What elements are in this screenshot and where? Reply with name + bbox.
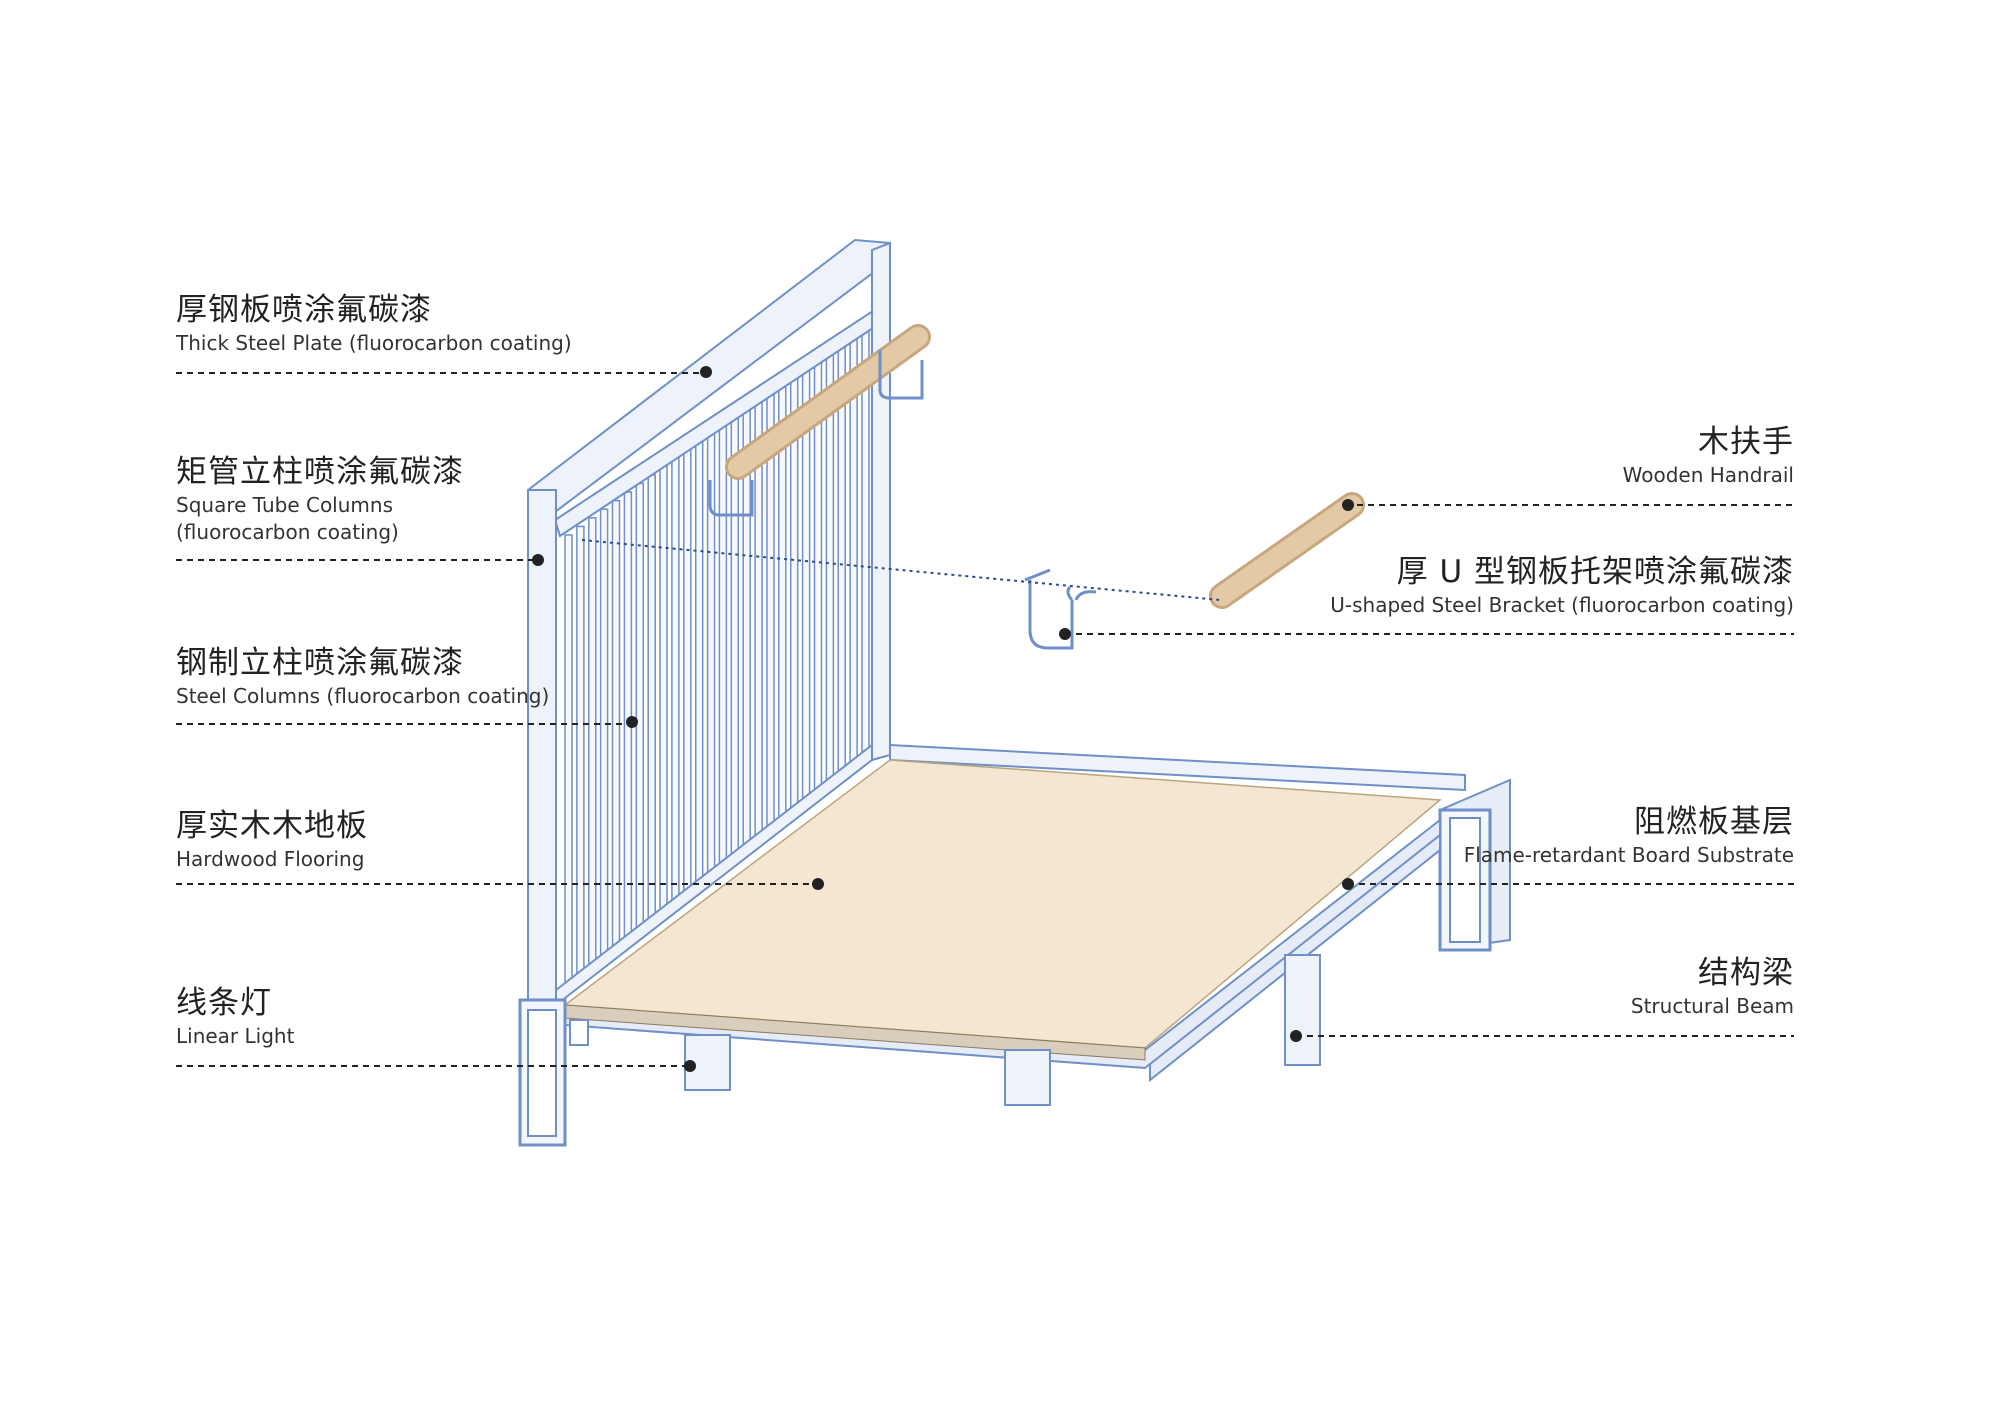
exploded-u-bracket <box>1024 568 1097 650</box>
steel-column <box>647 474 656 922</box>
label-square-tube-en-1: Square Tube Columns <box>176 493 393 517</box>
label-linear-light-zh: 线条灯 <box>176 985 272 1021</box>
label-steel-columns-zh: 钢制立柱喷涂氟碳漆 <box>176 645 464 681</box>
label-hardwood-en: Hardwood Flooring <box>176 847 365 871</box>
steel-column <box>683 448 692 894</box>
dot-beam <box>1290 1030 1302 1042</box>
right-post <box>871 241 891 762</box>
steel-column <box>718 422 728 867</box>
label-linear-light: 线条灯 Linear Light <box>176 983 294 1050</box>
label-bracket-zh: 厚 U 型钢板托架喷涂氟碳漆 <box>1396 554 1794 590</box>
steel-column <box>671 456 680 903</box>
label-board: 阻燃板基层 Flame-retardant Board Substrate <box>1464 802 1794 869</box>
label-beam-zh: 结构梁 <box>1698 955 1794 991</box>
label-square-tube-en-2: (fluorocarbon coating) <box>176 520 399 544</box>
dot-handrail <box>1342 499 1354 511</box>
right-box-beam-inner <box>1449 817 1481 943</box>
dotted-exploded-link <box>581 539 1221 601</box>
left-post <box>527 489 557 1006</box>
exploded-detail <box>581 492 1365 650</box>
label-steel-plate-en: Thick Steel Plate (fluorocarbon coating) <box>176 331 572 355</box>
dot-hardwood <box>812 878 824 890</box>
steel-column <box>659 465 668 913</box>
label-steel-columns: 钢制立柱喷涂氟碳漆 Steel Columns (fluorocarbon co… <box>176 643 549 710</box>
dot-linear-light <box>684 1060 696 1072</box>
dot-square-tube <box>532 554 544 566</box>
dot-bracket <box>1059 628 1071 640</box>
label-steel-plate: 厚钢板喷涂氟碳漆 Thick Steel Plate (fluorocarbon… <box>176 290 572 357</box>
dot-steel-plate <box>700 366 712 378</box>
leader-lines <box>176 372 1794 1067</box>
dot-steel-columns <box>626 716 638 728</box>
label-square-tube: 矩管立柱喷涂氟碳漆 Square Tube Columns (fluorocar… <box>176 452 464 546</box>
label-bracket-en: U-shaped Steel Bracket (fluorocarbon coa… <box>1330 593 1794 617</box>
label-board-en: Flame-retardant Board Substrate <box>1463 843 1794 867</box>
attached-handrail <box>708 324 931 517</box>
steel-column <box>564 534 573 986</box>
label-handrail: 木扶手 Wooden Handrail <box>1623 422 1794 489</box>
steel-column <box>599 508 609 959</box>
label-hardwood: 厚实木木地板 Hardwood Flooring <box>176 806 368 873</box>
steel-column <box>730 413 740 857</box>
label-beam: 结构梁 Structural Beam <box>1631 953 1794 1020</box>
leader-dots <box>532 366 1354 1072</box>
label-hardwood-zh: 厚实木木地板 <box>176 808 368 844</box>
floor-rear-edge <box>889 743 1466 792</box>
steel-column <box>694 439 704 885</box>
structural-beam-3 <box>1284 954 1321 1066</box>
structural-beam-2 <box>1004 1049 1051 1106</box>
label-linear-light-en: Linear Light <box>176 1024 295 1048</box>
left-box-beam-inner <box>527 1009 557 1137</box>
label-steel-columns-en: Steel Columns (fluorocarbon coating) <box>176 684 550 708</box>
floor-assembly <box>518 743 1511 1147</box>
label-steel-plate-zh: 厚钢板喷涂氟碳漆 <box>176 292 432 328</box>
label-handrail-zh: 木扶手 <box>1698 424 1794 460</box>
steel-column <box>588 517 597 968</box>
attached-bracket-2 <box>878 350 924 400</box>
linear-light <box>569 1019 589 1046</box>
attached-bracket-1 <box>708 480 754 517</box>
steel-column <box>576 525 585 977</box>
steel-column <box>623 491 633 940</box>
dot-board <box>1342 878 1354 890</box>
steel-column <box>635 482 645 931</box>
label-board-zh: 阻燃板基层 <box>1634 804 1794 840</box>
label-handrail-en: Wooden Handrail <box>1622 463 1794 487</box>
label-square-tube-zh: 矩管立柱喷涂氟碳漆 <box>176 454 464 490</box>
label-bracket: 厚 U 型钢板托架喷涂氟碳漆 U-shaped Steel Bracket (f… <box>1330 552 1794 619</box>
label-beam-en: Structural Beam <box>1630 994 1794 1018</box>
